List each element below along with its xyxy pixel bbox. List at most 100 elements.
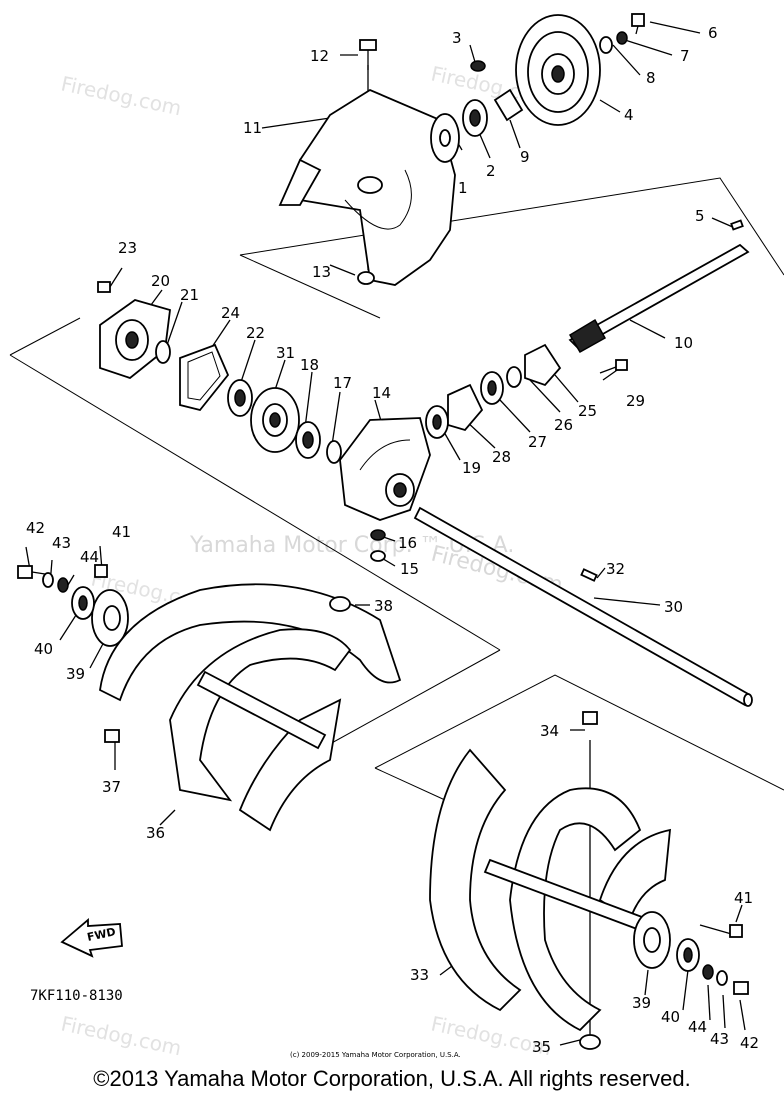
callout-23: 23 (118, 239, 137, 257)
bolt-12 (359, 39, 377, 70)
pin-32 (580, 568, 598, 582)
callout-40-right: 40 (661, 1008, 680, 1026)
callout-7: 7 (680, 47, 690, 65)
cover-28 (447, 383, 484, 432)
callout-2: 2 (486, 162, 496, 180)
callout-35: 35 (532, 1038, 551, 1056)
callout-24: 24 (221, 304, 240, 322)
callout-40: 40 (34, 640, 53, 658)
callout-25: 25 (578, 402, 597, 420)
fwd-label: FWD (86, 925, 117, 944)
bearing-19 (425, 405, 449, 439)
callout-4: 4 (624, 106, 634, 124)
callout-34: 34 (540, 722, 559, 740)
callout-5: 5 (695, 207, 705, 225)
nut-3 (470, 60, 486, 72)
collar-9 (493, 88, 524, 122)
callout-6: 6 (708, 24, 718, 42)
auger-36 (99, 583, 402, 832)
bearing-housing-39-right (633, 911, 671, 969)
callout-1: 1 (458, 179, 468, 197)
gear-31 (250, 387, 300, 453)
frame-line (9, 354, 501, 651)
coupling-25 (524, 343, 562, 387)
callout-16: 16 (398, 534, 417, 552)
small-copyright: (c) 2009-2015 Yamaha Motor Corporation, … (290, 1051, 461, 1059)
callout-26: 26 (554, 416, 573, 434)
washer-7 (616, 31, 628, 45)
nut-13 (357, 271, 375, 285)
callout-9: 9 (520, 148, 530, 166)
callout-43-right: 43 (710, 1030, 729, 1048)
seal-26 (506, 366, 522, 388)
callout-10: 10 (674, 334, 693, 352)
callout-32: 32 (606, 560, 625, 578)
callout-27: 27 (528, 433, 547, 451)
bolt-34 (582, 711, 598, 725)
nut-38 (329, 596, 351, 612)
bearing-2 (462, 99, 488, 137)
diagram-code: 7KF110-8130 (30, 988, 123, 1004)
bearing-18 (295, 421, 321, 459)
callout-41-right: 41 (734, 889, 753, 907)
bolt-41-left (94, 564, 108, 578)
washer-15 (370, 550, 386, 562)
bolt-37 (104, 729, 120, 743)
callout-13: 13 (312, 263, 331, 281)
callout-20: 20 (151, 272, 170, 290)
pulley-4 (515, 14, 601, 126)
bearing-27 (480, 371, 504, 405)
callout-36: 36 (146, 824, 165, 842)
callout-11: 11 (243, 119, 262, 137)
callout-8: 8 (646, 69, 656, 87)
cover-20 (99, 299, 171, 380)
callout-12: 12 (310, 47, 329, 65)
bearing-22 (227, 379, 253, 417)
callout-28: 28 (492, 448, 511, 466)
callout-22: 22 (246, 324, 265, 342)
bolt-29 (599, 359, 628, 374)
washer-43-right (716, 970, 728, 986)
plug-16 (370, 529, 386, 541)
frame-line (239, 254, 381, 319)
copyright-footer: ©2013 Yamaha Motor Corporation, U.S.A. A… (93, 1066, 691, 1091)
bearing-40-left (71, 586, 95, 620)
callout-18: 18 (300, 356, 319, 374)
callout-44-right: 44 (688, 1018, 707, 1036)
callout-15: 15 (400, 560, 419, 578)
callout-38: 38 (374, 597, 393, 615)
bolt-41-right (729, 924, 743, 938)
seal-1 (430, 113, 460, 163)
gear-case-14 (339, 417, 431, 521)
callout-33: 33 (410, 966, 429, 984)
washer-44-left (57, 577, 69, 593)
nut-35 (579, 1034, 601, 1050)
bolt-42-right (733, 981, 749, 995)
bolt-42-left (17, 565, 46, 579)
watermark-corner: Firedog.com (59, 1011, 184, 1060)
pulley-housing-11 (278, 88, 456, 286)
gasket-24 (179, 343, 230, 412)
callout-43: 43 (52, 534, 71, 552)
callout-29: 29 (626, 392, 645, 410)
bolt-6 (631, 13, 645, 35)
frame-line (374, 767, 446, 801)
watermark-corner: Firedog.com (59, 71, 184, 120)
callout-42-right: 42 (740, 1034, 759, 1052)
callout-labels: 12 3 6 7 8 4 11 9 2 1 5 13 23 20 21 24 2… (26, 24, 759, 1056)
washer-8 (599, 36, 613, 54)
frame-line (309, 649, 501, 756)
callout-41: 41 (112, 523, 131, 541)
callout-31: 31 (276, 344, 295, 362)
callout-39-right: 39 (632, 994, 651, 1012)
bolt-23 (97, 281, 111, 293)
bearing-housing-39-left (91, 589, 129, 647)
washer-43-left (42, 572, 54, 588)
frame-line (374, 674, 784, 791)
callout-21: 21 (180, 286, 199, 304)
fwd-arrow-icon: FWD (60, 918, 123, 958)
callout-14: 14 (372, 384, 391, 402)
frame-line (9, 317, 81, 356)
